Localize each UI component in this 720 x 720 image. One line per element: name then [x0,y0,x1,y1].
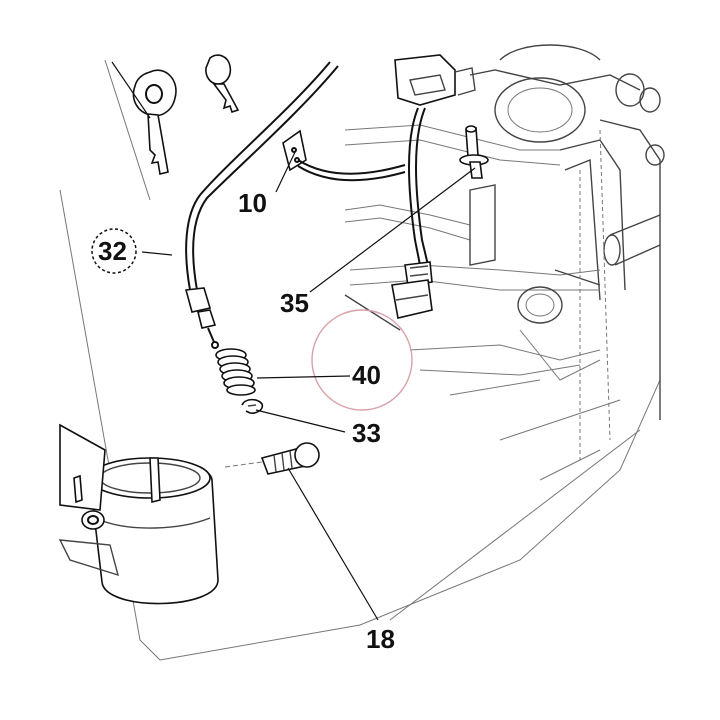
leader-lines [111,61,476,621]
connector-plug [391,261,433,319]
highlight-circle [311,309,413,411]
label-part-18: 18 [366,624,395,654]
label-part-32: 32 [98,236,127,266]
bracket-part-10 [282,129,307,172]
key-icon-secondary [205,54,240,114]
label-ring-32 [91,228,137,274]
wiring-harness [297,107,429,266]
label-part-35: 35 [280,288,309,318]
switch-housing [394,54,476,106]
bolt-part-18 [224,442,320,475]
key-icon [132,69,177,175]
pin-part-35 [459,125,489,179]
label-part-40: 40 [352,360,381,390]
label-part-10: 10 [238,188,267,218]
machine-background [59,44,665,661]
spring-part-40 [215,348,256,396]
label-part-33: 33 [352,418,381,448]
cable-part-32 [184,61,339,349]
clamp-collar [58,423,219,605]
